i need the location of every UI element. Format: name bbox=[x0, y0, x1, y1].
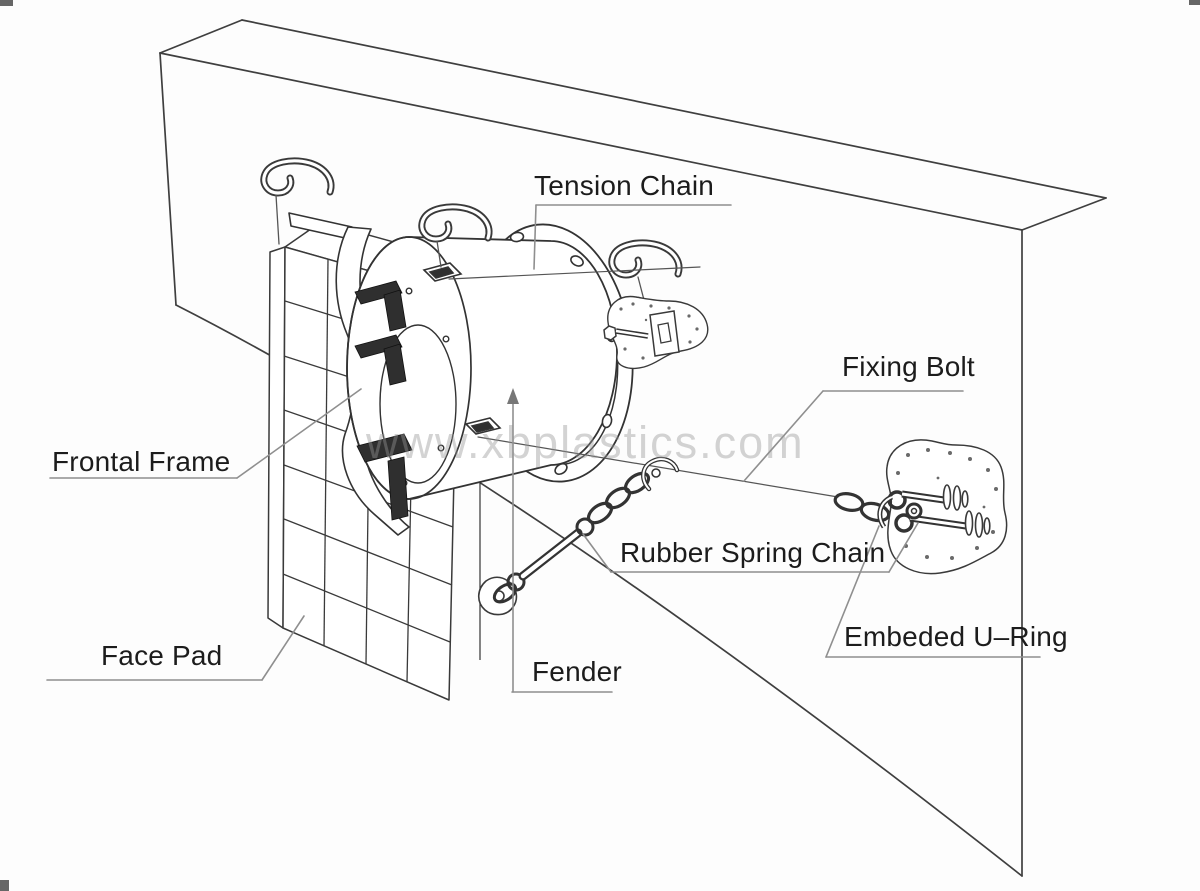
fixing-bolt-anchor-plate bbox=[603, 295, 709, 370]
hook-icon bbox=[260, 157, 335, 197]
rubber-spring-chain-drawing bbox=[477, 436, 891, 616]
frame-brackets bbox=[354, 280, 413, 521]
u-ring-eye bbox=[894, 513, 914, 533]
front-flange bbox=[346, 236, 472, 500]
turnbuckle-eye bbox=[575, 517, 595, 537]
tension-chain-rod bbox=[448, 266, 701, 280]
label-face-pad: Face Pad bbox=[101, 640, 223, 671]
chain-clip-mid bbox=[464, 417, 502, 435]
hook-wires bbox=[275, 194, 645, 301]
chain-links bbox=[586, 471, 651, 525]
label-embeded-u-ring: Embeded U–Ring bbox=[844, 621, 1068, 652]
bolt-head bbox=[603, 325, 617, 341]
hook-icon bbox=[418, 203, 493, 243]
label-fender: Fender bbox=[532, 656, 622, 687]
label-fixing-bolt: Fixing Bolt bbox=[842, 351, 975, 382]
fender-drawing bbox=[346, 223, 634, 500]
arrow-up-icon bbox=[507, 388, 519, 404]
corner-artifact bbox=[0, 0, 13, 6]
front-inner-ring bbox=[379, 324, 457, 484]
tension-chain-hooks bbox=[260, 157, 701, 301]
turnbuckle-eye bbox=[506, 572, 526, 592]
label-leader-lines bbox=[46, 204, 1041, 693]
hook-icon bbox=[608, 239, 683, 279]
concrete-speckles bbox=[896, 448, 998, 560]
label-frontal-frame: Frontal Frame bbox=[52, 446, 231, 477]
corner-artifact bbox=[0, 880, 9, 891]
tie-rod bbox=[477, 436, 839, 498]
watermark-text: www.xbplastics.com bbox=[366, 417, 805, 468]
label-rubber-spring-chain: Rubber Spring Chain bbox=[620, 537, 886, 568]
embedded-u-ring-plate bbox=[877, 439, 1008, 575]
corner-artifact bbox=[1189, 0, 1200, 5]
chain-links bbox=[833, 492, 891, 523]
label-tension-chain: Tension Chain bbox=[534, 170, 715, 201]
